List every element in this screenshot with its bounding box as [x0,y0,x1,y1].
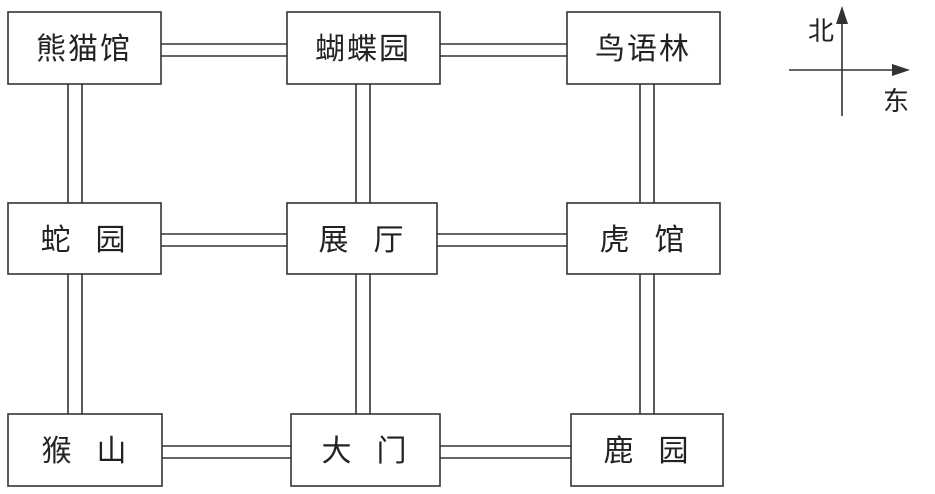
node-label-butterfly-garden: 蝴蝶园 [315,32,411,67]
path-monkey-gate [162,445,291,459]
node-monkey-hill: 猴 山 [7,413,163,487]
node-exhibition-hall: 展 厅 [286,202,438,275]
node-main-gate: 大 门 [290,413,441,487]
path-tiger-deer [639,274,655,414]
path-snake-exhibition [161,233,287,247]
path-snake-monkey [67,274,83,414]
node-panda-hall: 熊猫馆 [7,11,162,85]
node-label-snake-garden: 蛇 园 [40,223,127,258]
path-gate-deer [440,445,571,459]
path-panda-snake [67,84,83,203]
node-butterfly-garden: 蝴蝶园 [286,11,441,85]
path-exhibition-gate [355,274,371,414]
node-label-main-gate: 大 门 [321,434,408,469]
east-arrow-icon [892,64,910,76]
node-label-panda-hall: 熊猫馆 [36,32,132,67]
node-label-bird-forest: 鸟语林 [595,32,691,67]
path-bird-tiger [639,84,655,203]
node-deer-garden: 鹿 园 [570,413,724,487]
node-label-deer-garden: 鹿 园 [603,434,690,469]
path-butterfly-exhibition [355,84,371,203]
node-label-exhibition-hall: 展 厅 [318,223,405,258]
path-butterfly-bird [440,43,567,57]
node-label-monkey-hill: 猴 山 [41,434,128,469]
path-panda-butterfly [161,43,287,57]
node-tiger-hall: 虎 馆 [566,202,721,275]
node-snake-garden: 蛇 园 [7,202,162,275]
compass-east-label: 东 [883,87,909,117]
compass: 北 东 [789,6,910,117]
node-bird-forest: 鸟语林 [566,11,721,85]
path-exhibition-tiger [437,233,567,247]
north-arrow-icon [836,6,848,24]
node-label-tiger-hall: 虎 馆 [599,223,686,258]
compass-north-label: 北 [808,17,834,47]
